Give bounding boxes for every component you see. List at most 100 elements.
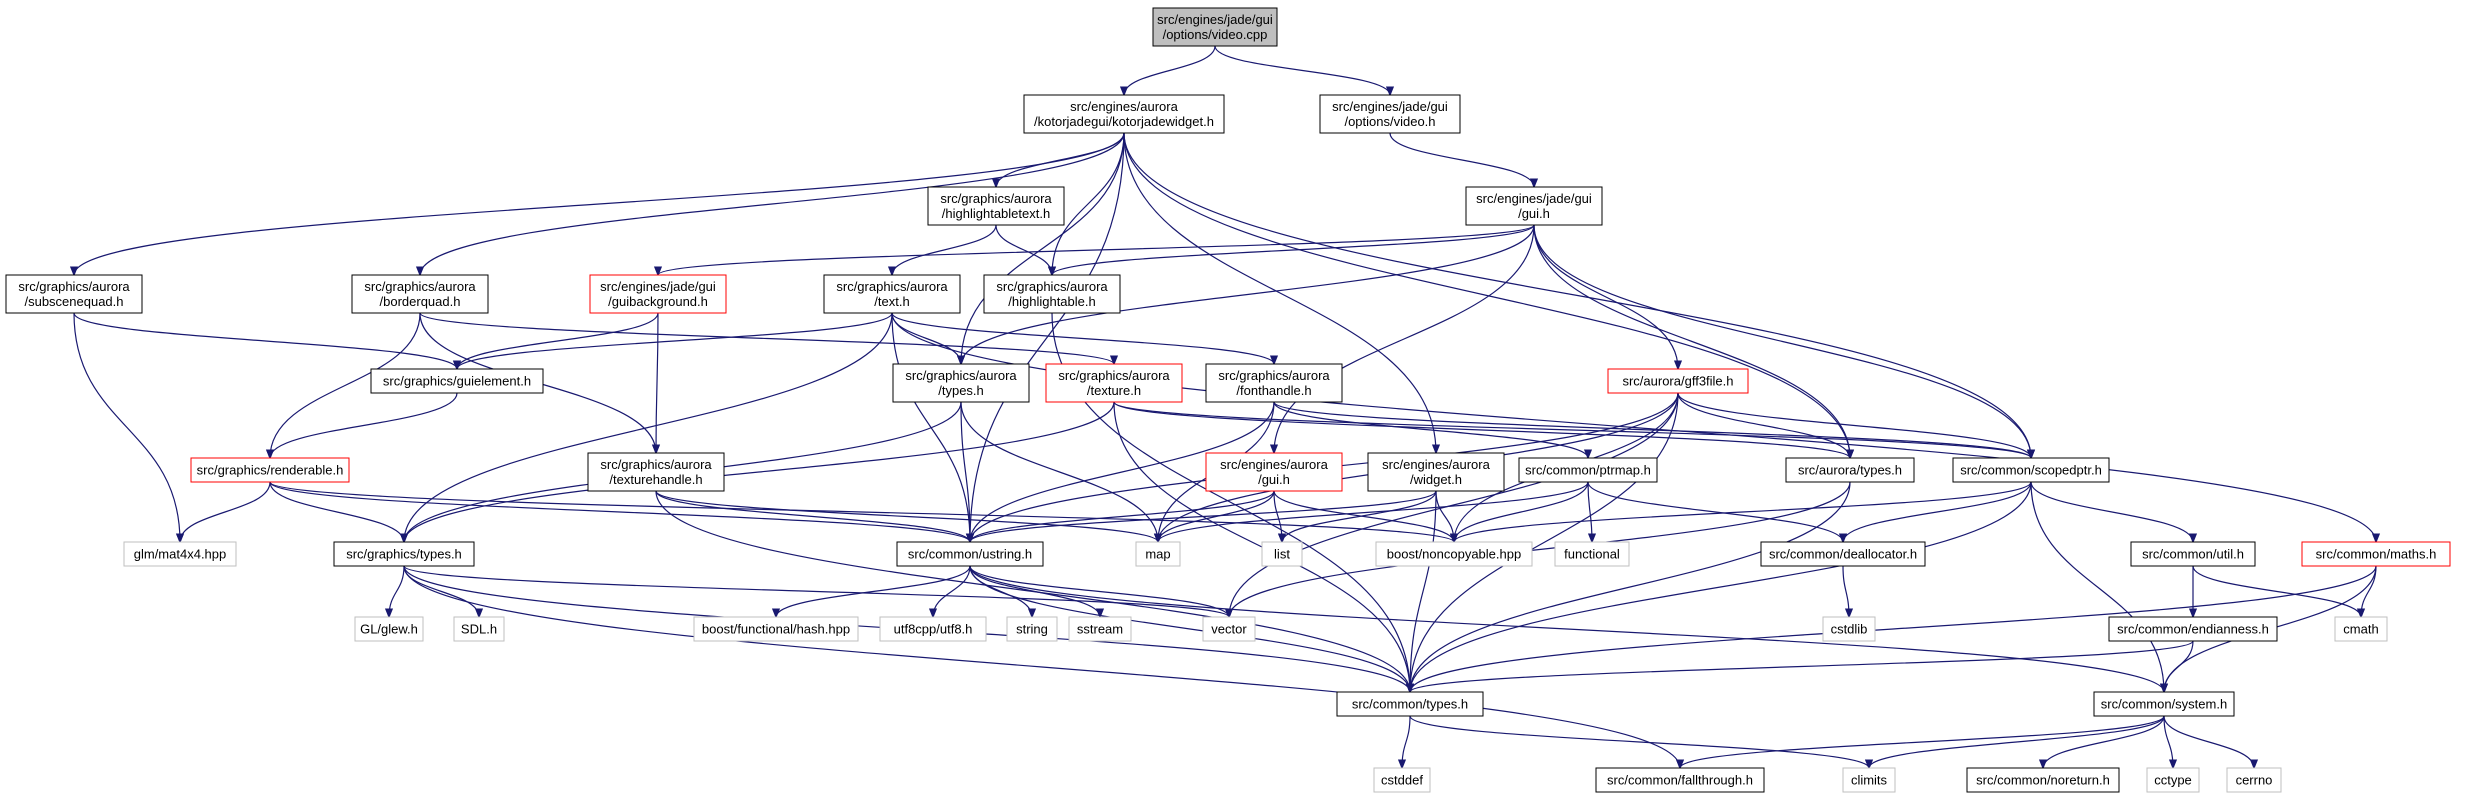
node-label-line: /guibackground.h [608,294,708,309]
node-label-line: sstream [1077,622,1123,637]
node-label-line: boost/noncopyable.hpp [1387,547,1521,562]
node-src-common-noreturn-h[interactable]: src/common/noreturn.h [1966,767,2120,793]
node-box [1319,94,1461,134]
node-src-common-system-h[interactable]: src/common/system.h [2093,691,2235,717]
node-label-line: src/graphics/aurora [364,279,476,294]
node-src-common-util-h[interactable]: src/common/util.h [2130,541,2256,567]
node-src-graphics-aurora-fonthandle-h[interactable]: src/graphics/aurora/fonthandle.h [1205,363,1343,403]
edge-gtypes-to-sdl [403,565,479,617]
node-src-graphics-types-h[interactable]: src/graphics/types.h [333,541,475,567]
node-box [587,452,725,492]
node-label-line: src/engines/jade/gui [1157,12,1273,27]
node-box [1202,616,1256,642]
node-src-common-scopedptr-h[interactable]: src/common/scopedptr.h [1952,457,2110,483]
edge-widgeth-to-ustring [970,490,1437,542]
node-cctype: cctype [2146,767,2200,793]
node-src-engines-aurora-gui-h[interactable]: src/engines/aurora/gui.h [1205,452,1343,492]
node-src-aurora-types-h[interactable]: src/aurora/types.h [1785,457,1915,483]
node-utf8cpp-utf8-h: utf8cpp/utf8.h [879,616,987,642]
node-label-line: /subscenequad.h [24,294,123,309]
node-src-graphics-aurora-highlightabletext-h[interactable]: src/graphics/aurora/highlightabletext.h [927,186,1065,226]
edge-fonthandle-to-ptrmap [1273,401,1588,458]
node-src-graphics-aurora-text-h[interactable]: src/graphics/aurora/text.h [823,274,961,314]
node-src-common-fallthrough-h[interactable]: src/common/fallthrough.h [1595,767,1765,793]
node-box [1607,368,1749,394]
node-src-engines-jade-gui-guibackground-h[interactable]: src/engines/jade/gui/guibackground.h [589,274,727,314]
node-box [1465,186,1603,226]
edge-system-to-fallthrough [1680,715,2165,768]
node-label-line: src/engines/jade/gui [1476,191,1592,206]
edge-texturehandle-to-ustring [655,490,970,542]
edge-widgeth-to-noncopyable [1435,490,1454,542]
node-src-graphics-renderable-h[interactable]: src/graphics/renderable.h [190,457,350,483]
edge-jadegui-to-highlightable [1052,224,1535,275]
node-box [2130,541,2256,567]
edge-texth-to-gtypes [404,312,893,542]
edge-kjw-to-widgeth [1123,132,1436,453]
node-src-engines-aurora-kotorjadegui-kotorjadewidget-h[interactable]: src/engines/aurora/kotorjadegui/kotorjad… [1023,94,1225,134]
edge-jadegui-to-gff3file [1533,224,1678,369]
edge-ustring-to-sstream [969,565,1100,617]
node-box [1375,541,1533,567]
node-src-common-endianness-h[interactable]: src/common/endianness.h [2108,616,2278,642]
node-src-graphics-aurora-highlightable-h[interactable]: src/graphics/aurora/highlightable.h [983,274,1121,314]
node-label-line: src/graphics/aurora [1218,368,1330,383]
node-src-common-types-h[interactable]: src/common/types.h [1336,691,1484,717]
node-string: string [1006,616,1058,642]
node-label-line: /highlightabletext.h [942,206,1050,221]
node-box [5,274,143,314]
edge-scopedptr-to-commontypes [1410,481,2032,692]
node-src-engines-jade-gui-options-video-cpp[interactable]: src/engines/jade/gui/options/video.cpp [1152,7,1278,47]
edge-maths-to-cmath [2361,565,2377,617]
node-label-line: boost/functional/hash.hpp [702,622,850,637]
node-label-line: src/graphics/aurora [18,279,130,294]
node-src-graphics-aurora-texturehandle-h[interactable]: src/graphics/aurora/texturehandle.h [587,452,725,492]
edge-ustring-to-system [969,565,2164,692]
node-box [589,274,727,314]
node-box [983,274,1121,314]
node-src-engines-aurora-widget-h[interactable]: src/engines/aurora/widget.h [1367,452,1505,492]
node-label-line: src/engines/aurora [1220,457,1328,472]
node-src-engines-jade-gui-options-video-h[interactable]: src/engines/jade/gui/options/video.h [1319,94,1461,134]
node-box [351,274,489,314]
edge-kjw-to-highlightable [1052,132,1125,275]
node-src-common-ustring-h[interactable]: src/common/ustring.h [896,541,1044,567]
node-box [1152,7,1278,47]
edge-deallocator-to-cstdlib [1842,565,1849,617]
node-box [823,274,961,314]
node-box [1336,691,1484,717]
node-box [453,616,505,642]
node-box [1205,452,1343,492]
node-src-engines-jade-gui-gui-h[interactable]: src/engines/jade/gui/gui.h [1465,186,1603,226]
node-box [333,541,475,567]
edge-kjw-to-borderquad [420,132,1125,275]
node-label-line: /highlightable.h [1008,294,1095,309]
edge-renderable-to-ustring [269,481,970,542]
node-label-line: /fonthandle.h [1236,383,1311,398]
node-label-line: src/common/ptrmap.h [1525,463,1651,478]
node-label-line: /gui.h [1518,206,1550,221]
node-src-graphics-aurora-subscenequad-h[interactable]: src/graphics/aurora/subscenequad.h [5,274,143,314]
node-src-aurora-gff3file-h[interactable]: src/aurora/gff3file.h [1607,368,1749,394]
node-box [1760,541,1926,567]
node-src-graphics-guielement-h[interactable]: src/graphics/guielement.h [370,368,544,394]
edge-scopedptr-to-noncopyable [1454,481,2032,542]
node-box [354,616,424,642]
node-label-line: /text.h [874,294,909,309]
node-src-common-ptrmap-h[interactable]: src/common/ptrmap.h [1518,457,1658,483]
node-box [879,616,987,642]
node-box [1205,363,1343,403]
node-src-common-deallocator-h[interactable]: src/common/deallocator.h [1760,541,1926,567]
node-src-graphics-aurora-types-h[interactable]: src/graphics/aurora/types.h [892,363,1030,403]
edge-subscenequad-to-glm [73,312,180,542]
node-label-line: cstdlib [1831,622,1868,637]
node-box [1023,94,1225,134]
edge-auroratypes-to-vector [1229,481,1851,617]
edge-jadegui-to-scopedptr [1533,224,2031,458]
node-vector: vector [1202,616,1256,642]
edge-root-to-kjw [1124,45,1216,95]
node-src-graphics-aurora-borderquad-h[interactable]: src/graphics/aurora/borderquad.h [351,274,489,314]
node-src-common-maths-h[interactable]: src/common/maths.h [2301,541,2451,567]
edge-maths-to-commontypes [1410,565,2377,692]
node-src-graphics-aurora-texture-h[interactable]: src/graphics/aurora/texture.h [1045,363,1183,403]
